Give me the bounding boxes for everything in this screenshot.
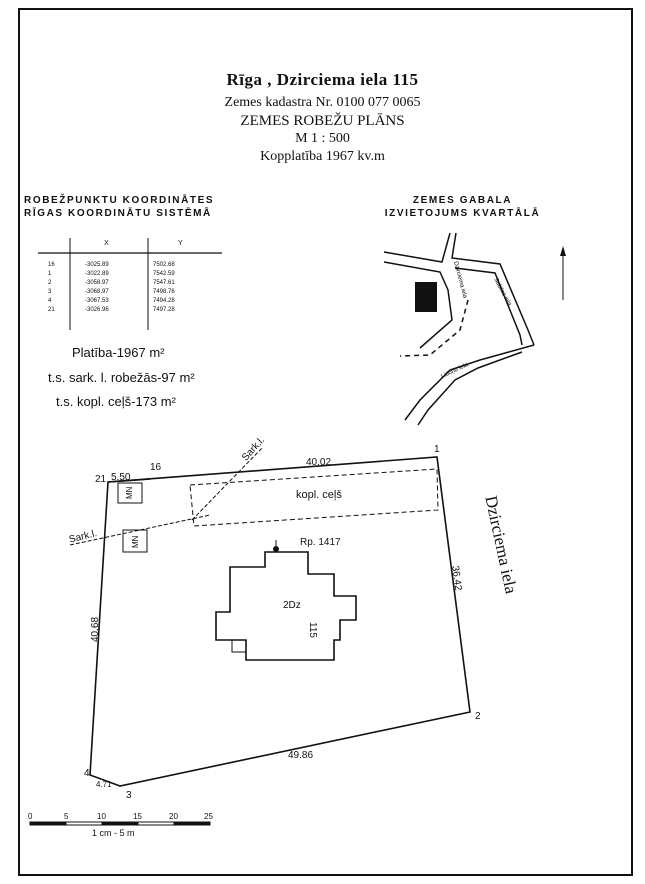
coord-point: 2 [48, 280, 52, 286]
dim-top: 40.02 [306, 457, 332, 468]
coord-row: 1 -3022.89 7542.59 [40, 271, 225, 280]
point-16: 16 [150, 462, 162, 473]
building [215, 551, 357, 661]
coord-point: 21 [48, 307, 55, 313]
point-3: 3 [126, 790, 132, 801]
coord-x: -3022.89 [85, 271, 109, 277]
location-heading: ZEMES GABALA [412, 195, 513, 206]
area-common-road: t.s. kopl. ceļš-173 m² [56, 394, 176, 409]
coord-rows: 16 -3025.89 7502.68 1 -3022.89 7542.59 2… [40, 262, 225, 316]
coord-y: 7498.76 [153, 289, 175, 295]
coord-col-x: X [104, 240, 109, 247]
coord-point: 16 [48, 262, 55, 268]
benchmark-icon [273, 546, 279, 552]
coord-col-y: Y [178, 240, 183, 247]
dim-bottom: 49.86 [288, 750, 314, 761]
coord-row: 2 -3058.97 7547.61 [40, 280, 225, 289]
scale-tick-20: 20 [169, 812, 178, 821]
sheet-frame [18, 8, 633, 876]
coord-x: -3025.89 [85, 262, 109, 268]
coord-y: 7502.68 [153, 262, 175, 268]
loc-street-dzirciema: Dzirciema iela [452, 261, 468, 300]
coord-y: 7497.28 [153, 307, 175, 313]
coord-y: 7547.61 [153, 280, 175, 286]
coord-y: 7494.28 [153, 298, 175, 304]
dim-corner: 4.71 [96, 780, 112, 789]
dim-left: 40.68 [90, 616, 101, 642]
coord-x: -3068.97 [85, 289, 109, 295]
document-title: Rīga , Dzirciema iela 115 [226, 70, 419, 89]
loc-street-lidonu: Lidoņu iela [440, 362, 469, 380]
location-map [383, 232, 566, 426]
coordinates-heading: ROBEŽPUNKTU KOORDINĀTES [24, 195, 215, 206]
building-floors: 2Dz [283, 600, 301, 611]
coord-row: 21 -3026.96 7497.28 [40, 307, 225, 316]
plan-scale: M 1 : 500 [295, 131, 350, 146]
coord-point: 4 [48, 298, 52, 304]
point-4: 4 [84, 768, 90, 779]
scale-tick-0: 0 [28, 812, 33, 821]
point-1: 1 [434, 444, 440, 455]
loc-street-sabiles: Sabiles iela [492, 277, 512, 307]
plan-name: ZEMES ROBEŽU PLĀNS [240, 113, 405, 129]
mn-box-top [117, 482, 143, 504]
parcel-boundary [89, 456, 471, 787]
mn-label-bottom: MN [131, 535, 140, 548]
coord-x: -3026.96 [85, 307, 109, 313]
point-21: 21 [95, 474, 107, 485]
cadastre-number: Zemes kadastra Nr. 0100 077 0065 [224, 95, 421, 110]
mn-box-bottom [122, 529, 148, 553]
area-total: Platība-1967 m² [72, 345, 165, 360]
coord-x: -3067.53 [85, 298, 109, 304]
total-area: Kopplatība 1967 kv.m [260, 149, 385, 164]
scale-tick-5: 5 [64, 812, 69, 821]
coordinates-subheading: RĪGAS KOORDINĀTU SISTĒMĀ [24, 208, 212, 219]
coord-x: -3058.97 [85, 280, 109, 286]
point-2: 2 [475, 711, 481, 722]
coord-row: 16 -3025.89 7502.68 [40, 262, 225, 271]
building-number: 115 [307, 622, 318, 638]
red-line-diagonal [191, 447, 263, 521]
common-road [189, 468, 439, 527]
benchmark-label: Rp. 1417 [300, 537, 341, 548]
coord-point: 1 [48, 271, 52, 277]
scale-caption: 1 cm - 5 m [92, 828, 135, 838]
coord-y: 7542.59 [153, 271, 175, 277]
common-road-label: kopl. ceļš [296, 489, 342, 501]
scale-tick-15: 15 [133, 812, 142, 821]
scale-tick-25: 25 [204, 812, 213, 821]
mn-label-top: MN [125, 486, 134, 499]
coord-row: 4 -3067.53 7494.28 [40, 298, 225, 307]
area-red-line: t.s. sark. l. robežās-97 m² [48, 370, 195, 385]
parcel-marker [415, 282, 437, 312]
dim-top-short: 5.50 [111, 472, 131, 483]
scale-tick-10: 10 [97, 812, 106, 821]
coord-point: 3 [48, 289, 52, 295]
location-subheading: IZVIETOJUMS KVARTĀLĀ [384, 208, 541, 219]
coord-row: 3 -3068.97 7498.76 [40, 289, 225, 298]
scale-bar [29, 821, 211, 826]
